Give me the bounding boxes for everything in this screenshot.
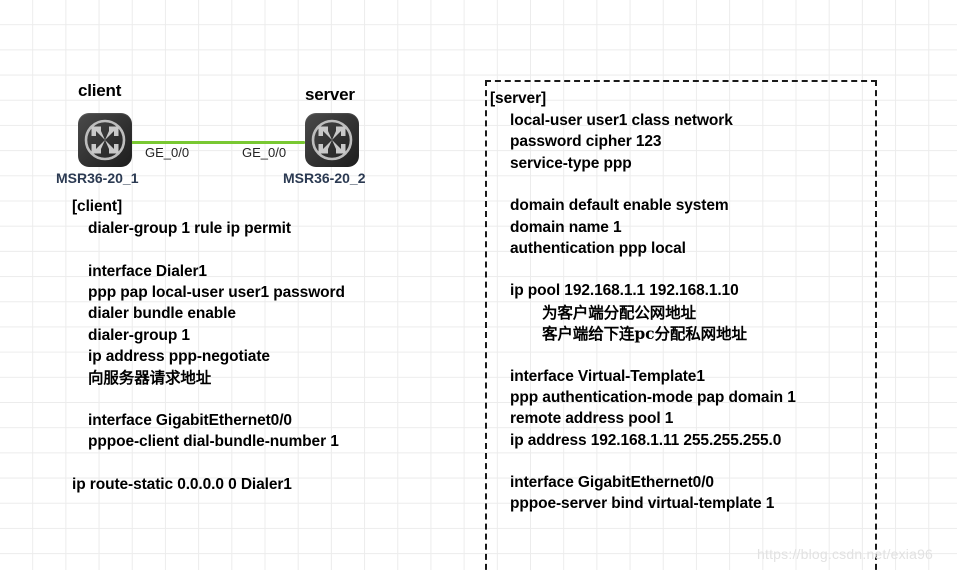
client-config-line: interface GigabitEthernet0/0 [88, 411, 292, 429]
server-config-line: 为客户端分配公网地址 [542, 302, 697, 322]
router-icon [311, 119, 353, 161]
client-config-line: pppoe-client dial-bundle-number 1 [88, 433, 339, 450]
server-config-line: 客户端给下连pc分配私网地址 [542, 324, 747, 343]
server-config-line: interface GigabitEthernet0/0 [510, 474, 714, 492]
router-icon-client[interactable] [78, 113, 132, 167]
server-config-panel [485, 80, 877, 570]
server-config-line: ip address 192.168.1.11 255.255.255.0 [510, 431, 782, 449]
server-title: server [305, 85, 355, 104]
server-config-line: remote address pool 1 [510, 410, 674, 428]
router-icon-server[interactable] [305, 113, 359, 167]
server-config-line: local-user user1 class network [510, 112, 733, 129]
server-config-line: domain default enable system [510, 197, 729, 215]
server-config-line: authentication ppp local [510, 239, 686, 257]
device-name-client: MSR36-20_1 [56, 170, 139, 186]
client-config-line: dialer-group 1 rule ip permit [88, 220, 291, 237]
server-config-line: interface Virtual-Template1 [510, 367, 705, 385]
client-config-line: ip address ppp-negotiate [88, 347, 270, 365]
client-config-line: ip route-static 0.0.0.0 0 Dialer1 [72, 475, 292, 493]
link-line-ge0-0 [130, 141, 305, 144]
client-config-line: 向服务器请求地址 [88, 368, 212, 388]
client-config-line: interface Dialer1 [88, 262, 207, 280]
client-config-line: dialer bundle enable [88, 305, 236, 323]
client-config-line: ppp pap local-user user1 password [88, 283, 345, 301]
client-config-header: [client] [72, 198, 123, 215]
interface-label-server: GE_0/0 [242, 145, 287, 160]
server-config-line: password cipher 123 [510, 133, 662, 151]
server-config-line: pppoe-server bind virtual-template 1 [510, 495, 775, 513]
server-config-line: ip pool 192.168.1.1 192.168.1.10 [510, 282, 739, 300]
server-config-header: [server] [490, 90, 547, 107]
client-title: client [78, 81, 122, 100]
device-name-server: MSR36-20_2 [283, 170, 366, 186]
router-icon [84, 119, 126, 161]
interface-label-client: GE_0/0 [145, 145, 190, 160]
server-config-line: ppp authentication-mode pap domain 1 [510, 388, 796, 406]
server-config-line: service-type ppp [510, 154, 632, 172]
server-config-line: domain name 1 [510, 218, 622, 236]
client-config-line: dialer-group 1 [88, 326, 190, 344]
